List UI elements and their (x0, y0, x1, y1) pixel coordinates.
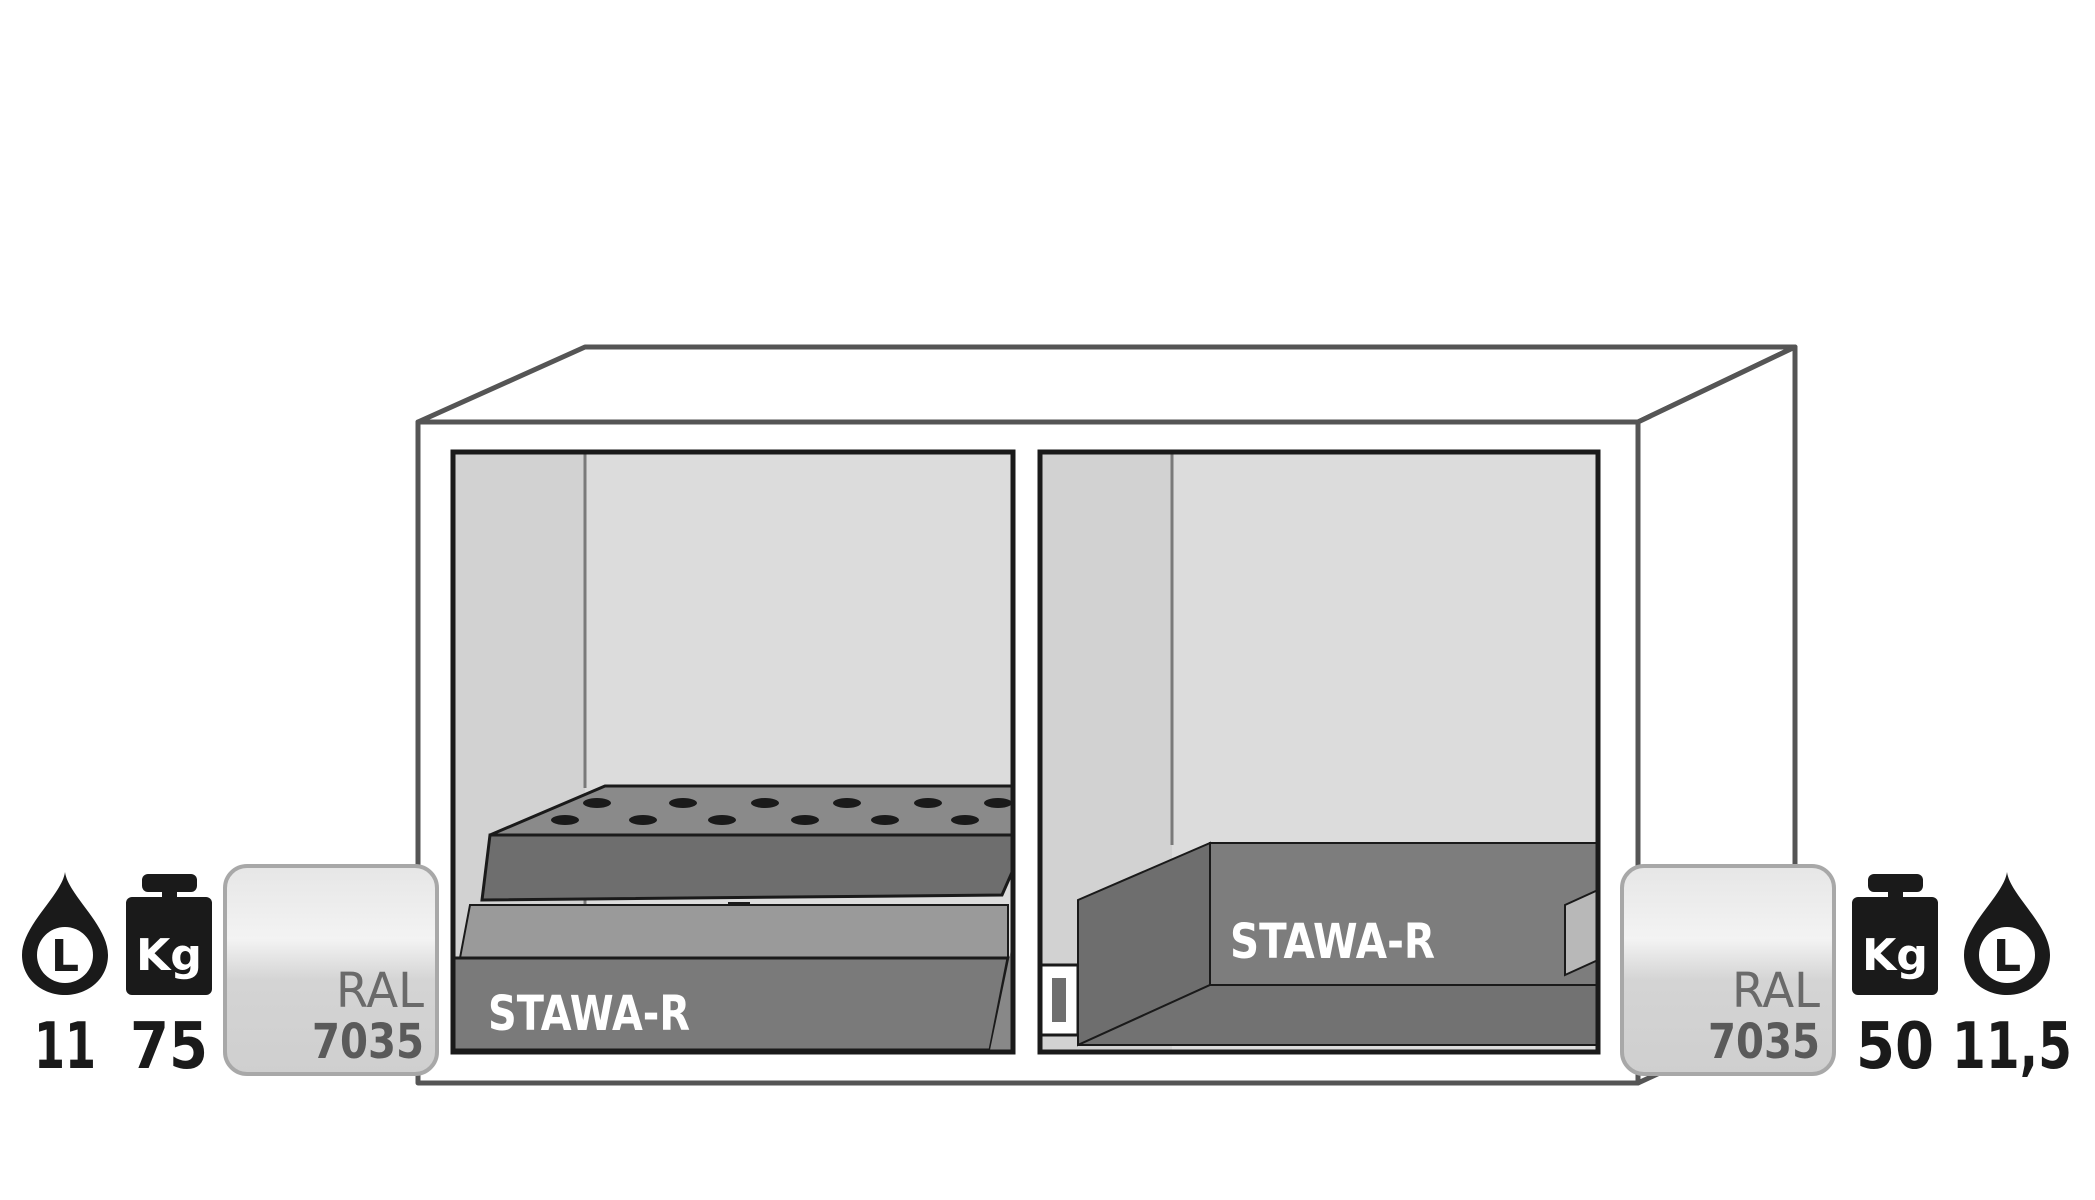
weight-icon (126, 874, 212, 995)
right-weight-indicator: Kg 50 (1852, 874, 1938, 1084)
left-weight-indicator: Kg 75 (126, 874, 212, 1084)
right-ral-label: RAL (1732, 963, 1820, 1019)
left-volume-value: 11 (34, 1010, 96, 1084)
right-ral-swatch: RAL 7035 (1620, 864, 1836, 1076)
left-weight-value: 75 (130, 1010, 208, 1084)
right-compartment (1037, 449, 1601, 1055)
right-pullout-tray (1077, 841, 1599, 1047)
weight-icon (1852, 874, 1938, 995)
right-volume-icon-letter: L (1993, 931, 2021, 982)
left-tray-label: STAWA-R (488, 986, 690, 1042)
left-ral-label: RAL (336, 963, 424, 1019)
left-sump-tray (451, 904, 1013, 1052)
right-volume-indicator: L 11,5 (1952, 872, 2072, 1084)
right-weight-icon-label: Kg (1862, 930, 1928, 981)
right-ral-code: 7035 (1708, 1014, 1820, 1070)
left-volume-indicator: L 11 (22, 872, 108, 1084)
left-ral-code: 7035 (312, 1014, 424, 1070)
right-volume-value: 11,5 (1952, 1010, 2072, 1084)
left-ral-swatch: RAL 7035 (223, 864, 439, 1076)
left-compartment-frame (450, 449, 1016, 1055)
left-weight-icon-label: Kg (136, 930, 202, 981)
left-volume-icon-letter: L (51, 931, 79, 982)
right-compartment-frame (1037, 449, 1601, 1055)
right-tray-label: STAWA-R (1230, 914, 1435, 970)
left-compartment (450, 449, 1016, 1055)
perforated-shelf (480, 784, 1015, 902)
right-weight-value: 50 (1856, 1010, 1934, 1084)
cabinet-top (415, 344, 1798, 425)
